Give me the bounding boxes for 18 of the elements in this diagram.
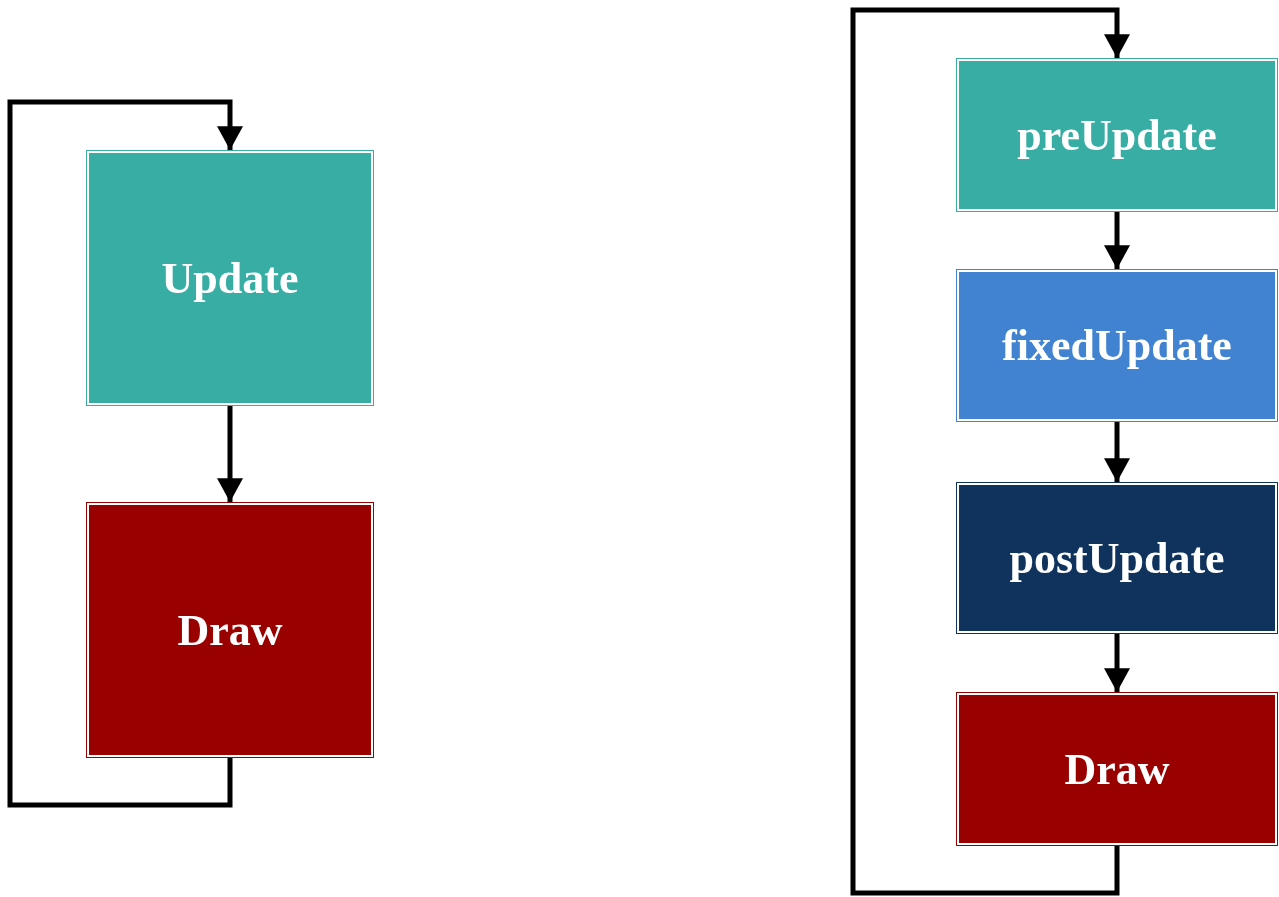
box-label: preUpdate [1017, 109, 1217, 161]
process-box [957, 483, 1277, 633]
process-box [957, 693, 1277, 845]
box-label: Update [161, 252, 299, 304]
box-label: Draw [177, 604, 283, 656]
arrow [1104, 422, 1130, 482]
arrow [1104, 634, 1130, 692]
arrow [1104, 212, 1130, 269]
box-label: fixedUpdate [1002, 320, 1232, 371]
box-label: postUpdate [1009, 532, 1225, 584]
arrow [7, 99, 243, 808]
process-box [957, 59, 1277, 211]
arrow [217, 406, 243, 502]
box-label: Draw [1064, 743, 1170, 795]
process-box [87, 503, 373, 757]
arrow [850, 7, 1130, 896]
process-box [87, 151, 373, 405]
process-box [957, 270, 1277, 421]
